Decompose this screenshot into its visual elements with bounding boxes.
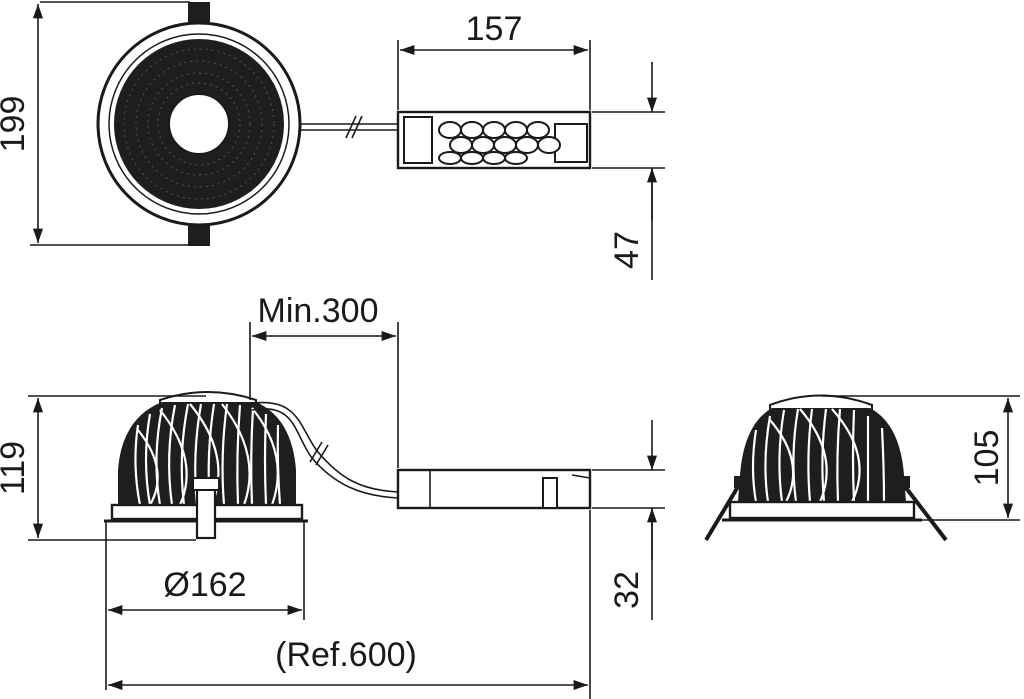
dim-label-119: 119 — [0, 441, 32, 495]
dim-label-199: 199 — [0, 96, 32, 153]
dimension-119: 119 — [0, 395, 206, 541]
driver-hex-pattern — [438, 121, 561, 165]
lens-texture — [123, 48, 275, 200]
dim-label-min300: Min.300 — [258, 292, 379, 330]
front-view-downlight — [104, 391, 308, 540]
front-cable — [247, 401, 399, 499]
front-view-driver — [396, 468, 592, 510]
dimension-min300: Min.300 — [249, 292, 399, 468]
dimension-ref600: (Ref.600) — [108, 510, 591, 699]
dim-label-47: 47 — [608, 231, 646, 269]
dimension-157: 157 — [397, 10, 591, 110]
dim-label-32: 32 — [608, 571, 646, 609]
dimension-199: 199 — [0, 3, 44, 243]
dim-label-162: Ø162 — [163, 566, 246, 604]
top-view-driver — [396, 110, 592, 170]
dimension-32: 32 — [592, 420, 665, 620]
dim-label-ref600: (Ref.600) — [275, 636, 417, 674]
dimension-105: 105 — [822, 395, 1020, 521]
dimension-162: Ø162 — [105, 521, 305, 690]
side-heatsink-fins — [751, 408, 886, 503]
dimension-47: 47 — [592, 62, 665, 280]
dim-label-105: 105 — [968, 430, 1006, 487]
top-cable — [300, 115, 402, 139]
side-view-downlight — [704, 394, 948, 542]
dim-label-157: 157 — [466, 10, 523, 48]
top-view-downlight — [30, 1, 302, 246]
heatsink-fins — [134, 403, 282, 506]
